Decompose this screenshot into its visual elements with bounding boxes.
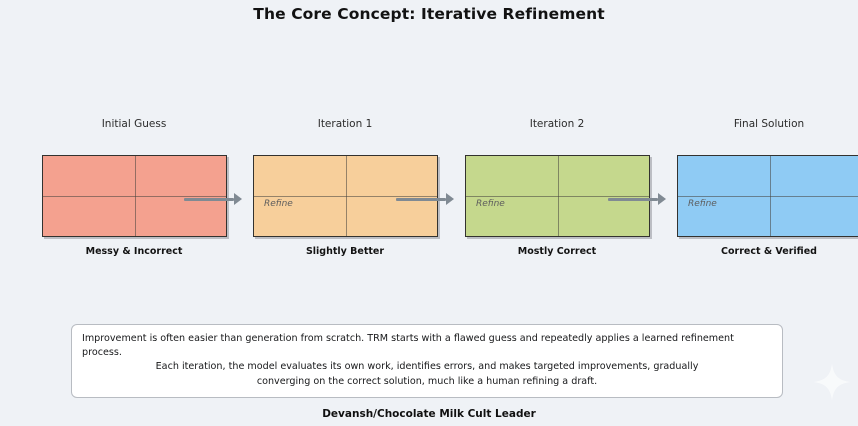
arrow-connector-1	[184, 193, 244, 205]
stage-caption: Mostly Correct	[517, 246, 597, 257]
refine-label: Refine	[264, 199, 293, 210]
stage-title: Initial Guess	[101, 118, 167, 130]
arrow-connector-3	[608, 193, 668, 205]
grid-horizontal-divider	[678, 196, 858, 197]
explanation-line: Improvement is often easier than generat…	[82, 333, 734, 359]
stage-grid-box: Refine	[253, 155, 438, 237]
refine-label: Refine	[688, 199, 717, 210]
grid-horizontal-divider	[254, 196, 437, 197]
stage-title: Iteration 1	[317, 118, 373, 130]
grid-horizontal-divider	[43, 196, 226, 197]
arrow-shaft	[396, 197, 446, 201]
explanation-panel: Improvement is often easier than generat…	[71, 324, 783, 398]
stage-grid-box: Refine	[465, 155, 650, 237]
grid-horizontal-divider	[466, 196, 649, 197]
stage-caption: Correct & Verified	[721, 246, 817, 257]
page-title: The Core Concept: Iterative Refinement	[253, 5, 605, 23]
stage-caption: Slightly Better	[305, 246, 385, 257]
arrow-shaft	[184, 197, 234, 201]
arrow-head-icon	[446, 193, 454, 205]
arrow-head-icon	[658, 193, 666, 205]
explanation-line: Each iteration, the model evaluates its …	[155, 361, 699, 373]
stage-title: Final Solution	[733, 118, 805, 130]
stage-caption: Messy & Incorrect	[85, 246, 183, 257]
stage-title: Iteration 2	[529, 118, 585, 130]
stage-grid-box: Refine	[677, 155, 858, 237]
footer-credit: Devansh/Chocolate Milk Cult Leader	[322, 408, 536, 420]
refine-label: Refine	[476, 199, 505, 210]
iterative-refinement-pipeline: Initial Guess Messy & Incorrect Iteratio…	[0, 118, 858, 268]
arrow-head-icon	[234, 193, 242, 205]
stage-grid-box	[42, 155, 227, 237]
arrow-connector-2	[396, 193, 456, 205]
explanation-line: converging on the correct solution, much…	[256, 375, 598, 387]
sparkle-star-icon	[812, 362, 852, 402]
arrow-shaft	[608, 197, 658, 201]
